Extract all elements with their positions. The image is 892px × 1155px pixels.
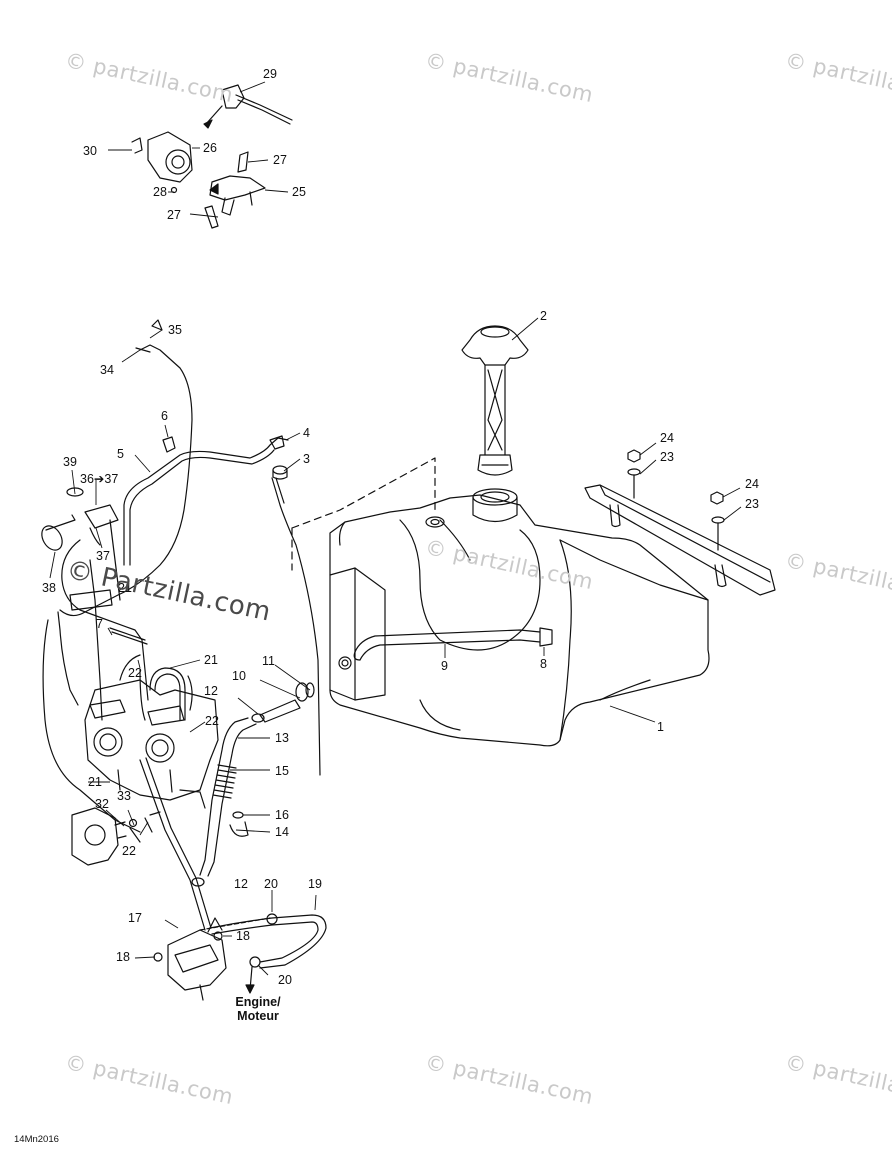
callout-10: 10	[232, 669, 246, 683]
clamp-20b	[249, 956, 261, 968]
drawing-code: 14Mn2016	[14, 1134, 59, 1145]
callout-5: 5	[117, 447, 124, 461]
hose-clip	[229, 811, 249, 837]
callout-8: 8	[540, 657, 547, 671]
callout-39: 39	[63, 455, 77, 469]
cable-junction	[84, 504, 119, 546]
callout-26: 26	[203, 141, 217, 155]
nut-24	[627, 449, 725, 551]
ring	[66, 487, 84, 497]
fuel-pump-left	[71, 807, 127, 866]
pickup-line	[353, 627, 553, 661]
callout-3: 3	[303, 452, 310, 466]
callout-16: 16	[275, 808, 289, 822]
callout-21a: 21	[118, 581, 132, 595]
callout-11: 11	[262, 654, 275, 668]
hose-21	[139, 669, 193, 721]
callout-12b: 12	[234, 877, 248, 891]
tie-strap	[41, 514, 76, 551]
callout-18a: 18	[236, 929, 250, 943]
cable-bracket	[69, 589, 113, 611]
callout-21c: 21	[88, 775, 102, 789]
callout-22c: 22	[122, 844, 136, 858]
rod	[109, 627, 148, 645]
callout-20b: 20	[278, 973, 292, 987]
fuel-hose	[199, 717, 257, 877]
grommet	[272, 465, 288, 480]
callout-19: 19	[308, 877, 322, 891]
callout-18b: 18	[116, 950, 130, 964]
leader-lines	[49, 81, 742, 976]
mounting-bracket	[584, 484, 776, 596]
vent-line	[123, 437, 321, 776]
callout-23a: 23	[660, 450, 674, 464]
callout-17: 17	[128, 911, 142, 925]
screw-18b	[213, 931, 223, 941]
callout-36: 36➔37	[80, 472, 118, 486]
fuel-cap-gauge	[461, 325, 529, 476]
callout-2: 2	[540, 309, 547, 323]
callout-30: 30	[83, 144, 97, 158]
callout-12a: 12	[204, 684, 218, 698]
clamp-20	[266, 913, 278, 925]
callout-4: 4	[303, 426, 310, 440]
callout-9: 9	[441, 659, 448, 673]
callout-24a: 24	[660, 431, 674, 445]
callout-14: 14	[275, 825, 289, 839]
callout-27a: 27	[273, 153, 287, 167]
callout-numbers: 1 2 3 4 5 6 7 8 9 10 11 12 13 15 16 14 1…	[42, 67, 759, 987]
screw-18	[153, 952, 163, 962]
callout-6: 6	[161, 409, 168, 423]
callout-13: 13	[275, 731, 289, 745]
impulse-hose	[199, 914, 327, 969]
callout-22a: 22	[128, 666, 142, 680]
fuel-tank	[329, 494, 710, 747]
engine-arrowhead	[245, 984, 255, 994]
engine-destination-label: Engine/ Moteur	[218, 995, 298, 1023]
hose-clamp-lower	[191, 877, 205, 887]
callout-34: 34	[100, 363, 114, 377]
callout-15: 15	[275, 764, 289, 778]
callout-38: 38	[42, 581, 56, 595]
callout-7: 7	[96, 617, 103, 631]
callout-35: 35	[168, 323, 182, 337]
tank-outline-dashed	[291, 457, 436, 571]
fuel-pump	[167, 917, 227, 1001]
callout-33: 33	[117, 789, 131, 803]
callout-37: 37	[96, 549, 110, 563]
callout-24b: 24	[745, 477, 759, 491]
fuel-line-down	[139, 757, 212, 931]
callout-32: 32	[95, 797, 109, 811]
callout-28: 28	[153, 185, 167, 199]
filler-neck	[472, 488, 518, 523]
destination-line2: Moteur	[237, 1009, 279, 1023]
callout-27b: 27	[167, 208, 181, 222]
callout-22b: 22	[205, 714, 219, 728]
callout-23b: 23	[745, 497, 759, 511]
callout-21b: 21	[204, 653, 218, 667]
inset-switch-assembly	[131, 84, 293, 229]
callout-29: 29	[263, 67, 277, 81]
callout-25: 25	[292, 185, 306, 199]
callout-1: 1	[657, 720, 664, 734]
destination-line1: Engine/	[235, 995, 281, 1009]
throttle-cable	[42, 519, 149, 833]
carburetors	[84, 654, 219, 809]
clip	[162, 436, 176, 453]
callout-20a: 20	[264, 877, 278, 891]
fitting-33	[128, 818, 138, 828]
tank-fitting	[259, 682, 315, 723]
